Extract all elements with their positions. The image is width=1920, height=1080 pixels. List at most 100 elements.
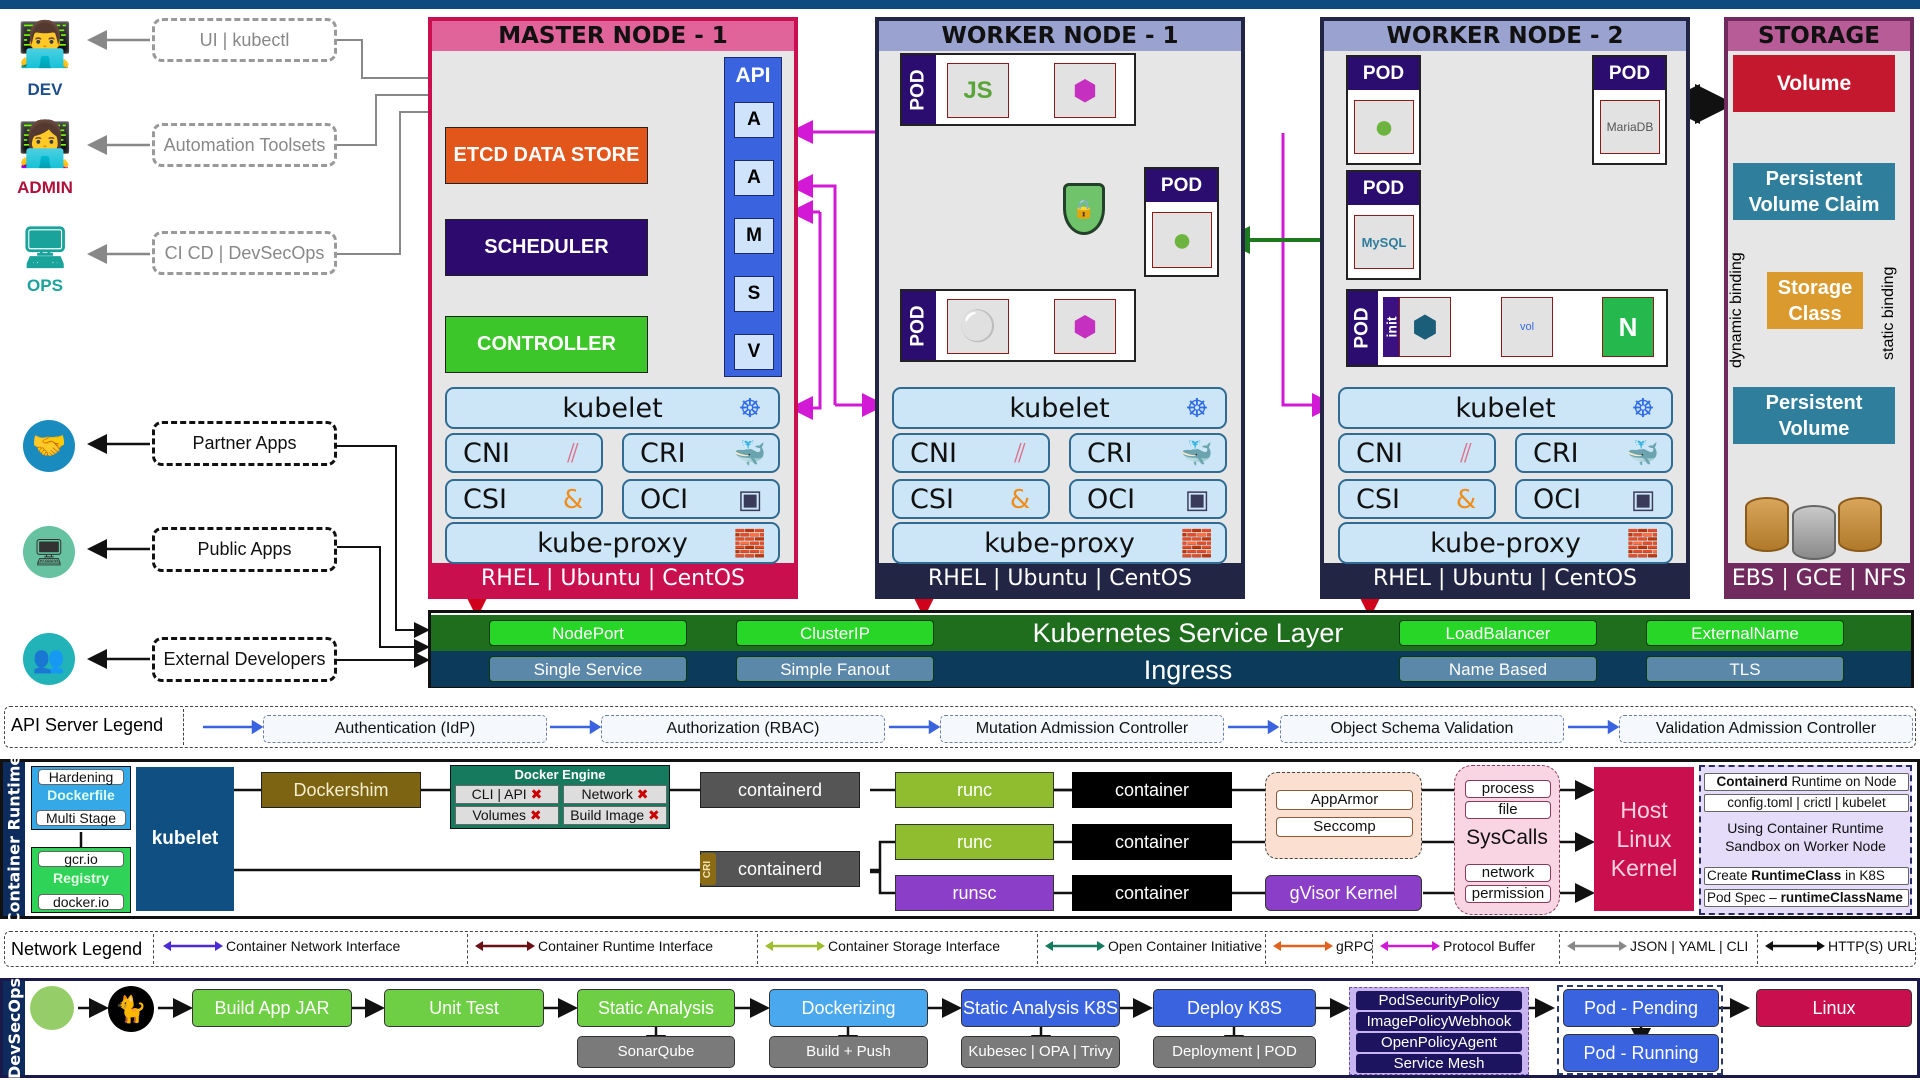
pod-mysql[interactable]: POD MySQL <box>1346 170 1421 280</box>
persistent-volume-claim[interactable]: Persistent Volume Claim <box>1733 163 1895 220</box>
cni-label: CNI <box>910 437 958 469</box>
nfs-disk-icon <box>1838 497 1882 552</box>
spring-icon: ● <box>1354 100 1414 154</box>
volume[interactable]: Volume <box>1733 55 1895 112</box>
master-kube-proxy[interactable]: kube-proxy🧱 <box>445 522 780 564</box>
ingress-name-based[interactable]: Name Based <box>1399 656 1597 682</box>
master-kubelet[interactable]: kubelet☸ <box>445 387 780 429</box>
seccomp[interactable]: Seccomp <box>1276 817 1413 837</box>
api-authorization[interactable]: A <box>734 160 774 196</box>
tool-automation[interactable]: Automation Toolsets <box>152 123 337 167</box>
sub-sonarqube[interactable]: SonarQube <box>577 1036 735 1068</box>
runc-1[interactable]: runc <box>895 772 1054 808</box>
sub-kubesec-opa-trivy[interactable]: Kubesec | OPA | Trivy <box>961 1036 1120 1068</box>
w1-cri[interactable]: CRI🐳 <box>1069 433 1227 473</box>
w1-csi[interactable]: CSI& <box>892 479 1050 519</box>
nodejs-icon: JS <box>947 63 1009 118</box>
api-server[interactable]: API A A M S V <box>724 57 782 377</box>
step-static-analysis[interactable]: Static Analysis <box>577 989 735 1027</box>
step-unit-test[interactable]: Unit Test <box>384 989 544 1027</box>
containerd-2[interactable]: containerd <box>700 851 860 887</box>
w1-kube-proxy[interactable]: kube-proxy🧱 <box>892 522 1227 564</box>
w1-oci[interactable]: OCI▣ <box>1069 479 1227 519</box>
tool-cicd[interactable]: CI CD | DevSecOps <box>152 231 337 275</box>
service-externalname[interactable]: ExternalName <box>1646 620 1844 646</box>
runsc[interactable]: runsc <box>895 875 1054 911</box>
api-mutation[interactable]: M <box>734 218 774 254</box>
container-2[interactable]: container <box>1072 824 1232 860</box>
w1-kubelet[interactable]: kubelet☸ <box>892 387 1227 429</box>
pod-pending[interactable]: Pod - Pending <box>1563 989 1719 1027</box>
w2-csi[interactable]: CSI& <box>1338 479 1496 519</box>
hardening: Hardening <box>38 769 124 785</box>
policy-imagepolicywebhook[interactable]: ImagePolicyWebhook <box>1356 1012 1522 1031</box>
w2-kubelet[interactable]: kubelet☸ <box>1338 387 1673 429</box>
network-legend-item: HTTP(S) URL <box>1765 938 1915 954</box>
master-oci[interactable]: OCI▣ <box>622 479 780 519</box>
sub-deployment-pod[interactable]: Deployment | POD <box>1153 1036 1316 1068</box>
tool-ui-kubectl[interactable]: UI | kubectl <box>152 18 337 62</box>
dockershim[interactable]: Dockershim <box>261 772 421 808</box>
host-linux-kernel[interactable]: Host Linux Kernel <box>1594 767 1694 911</box>
legend-divider <box>1757 934 1758 964</box>
ingress-tls[interactable]: TLS <box>1646 656 1844 682</box>
master-cri[interactable]: CRI🐳 <box>622 433 780 473</box>
controller[interactable]: CONTROLLER <box>445 316 648 373</box>
ingress-simple-fanout[interactable]: Simple Fanout <box>736 656 934 682</box>
sub-build-push[interactable]: Build + Push <box>769 1036 928 1068</box>
consumer-public-apps[interactable]: Public Apps <box>152 527 337 572</box>
legend-authentication: Authentication (IdP) <box>263 715 547 743</box>
volume-icon: vol <box>1501 297 1553 357</box>
step-dockerizing[interactable]: Dockerizing <box>769 989 928 1027</box>
dockerfile-box[interactable]: Hardening Dockerfile Multi Stage <box>31 766 131 830</box>
consumer-partner-apps[interactable]: Partner Apps <box>152 421 337 466</box>
pod-mariadb[interactable]: POD MariaDB <box>1592 55 1667 165</box>
scheduler[interactable]: SCHEDULER <box>445 219 648 276</box>
containerd-1[interactable]: containerd <box>700 772 860 808</box>
service-loadbalancer[interactable]: LoadBalancer <box>1399 620 1597 646</box>
service-nodeport[interactable]: NodePort <box>489 620 687 646</box>
ingress-single-service[interactable]: Single Service <box>489 656 687 682</box>
container-1[interactable]: container <box>1072 772 1232 808</box>
pod-running[interactable]: Pod - Running <box>1563 1034 1719 1072</box>
service-clusterip[interactable]: ClusterIP <box>736 620 934 646</box>
consumer-external-devs[interactable]: External Developers <box>152 637 337 682</box>
pod-init-nginx[interactable]: POD init ⬢ vol N <box>1346 289 1668 367</box>
pod-spring-w1[interactable]: POD ● <box>1144 167 1219 277</box>
w2-cni[interactable]: CNI⫽ <box>1338 433 1496 473</box>
step-build-app-jar[interactable]: Build App JAR <box>192 989 352 1027</box>
policy-psp[interactable]: PodSecurityPolicy <box>1356 991 1522 1010</box>
pod-mongodb[interactable]: POD ⚪ ⬢ <box>900 289 1136 362</box>
service-row: NodePort ClusterIP Kubernetes Service La… <box>431 615 1911 651</box>
step-static-analysis-k8s[interactable]: Static Analysis K8S <box>961 989 1120 1027</box>
pod-nodejs[interactable]: POD JS ⬢ <box>900 53 1136 126</box>
container-3[interactable]: container <box>1072 875 1232 911</box>
w1-cni[interactable]: CNI⫽ <box>892 433 1050 473</box>
w2-oci[interactable]: OCI▣ <box>1515 479 1673 519</box>
etcd-data-store[interactable]: ETCD DATA STORE <box>445 127 648 184</box>
registry-box[interactable]: gcr.io Registry docker.io <box>31 847 131 913</box>
policy-service-mesh[interactable]: Service Mesh <box>1356 1054 1522 1073</box>
policy-opa[interactable]: OpenPolicyAgent <box>1356 1033 1522 1052</box>
api-schema[interactable]: S <box>734 276 774 312</box>
api-validation[interactable]: V <box>734 334 774 370</box>
w2-kube-proxy[interactable]: kube-proxy🧱 <box>1338 522 1673 564</box>
pod-spring-w2[interactable]: POD ● <box>1346 55 1421 165</box>
api-authentication[interactable]: A <box>734 102 774 138</box>
init-container-icon: ⬢ <box>1399 297 1451 357</box>
linux[interactable]: Linux <box>1756 989 1912 1027</box>
w2-cri[interactable]: CRI🐳 <box>1515 433 1673 473</box>
persistent-volume[interactable]: Persistent Volume <box>1733 387 1895 444</box>
persona-ops: 🖥 OPS <box>0 220 90 296</box>
network-legend-item: Protocol Buffer <box>1380 938 1535 954</box>
docker-engine[interactable]: Docker Engine CLI | API ✖ Network ✖ Volu… <box>450 765 670 829</box>
master-cni[interactable]: CNI⫽ <box>445 433 603 473</box>
gvisor-kernel[interactable]: gVisor Kernel <box>1265 875 1422 911</box>
storage-class[interactable]: Storage Class <box>1767 272 1863 329</box>
runc-2[interactable]: runc <box>895 824 1054 860</box>
service-layer[interactable]: NodePort ClusterIP Kubernetes Service La… <box>428 610 1914 688</box>
runtime-kubelet[interactable]: kubelet <box>136 767 234 911</box>
apparmor[interactable]: AppArmor <box>1276 790 1413 810</box>
master-csi[interactable]: CSI& <box>445 479 603 519</box>
step-deploy-k8s[interactable]: Deploy K8S <box>1153 989 1316 1027</box>
